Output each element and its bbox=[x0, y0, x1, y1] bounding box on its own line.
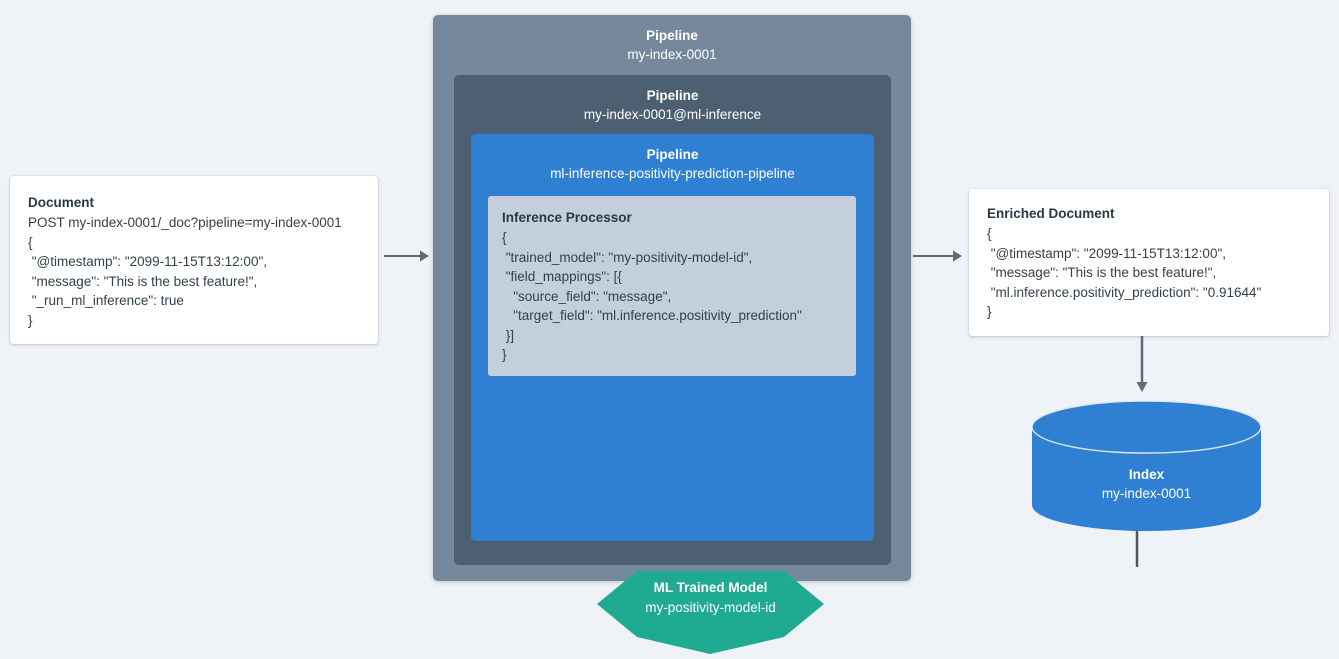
enriched-document-title: Enriched Document bbox=[987, 206, 1115, 221]
source-document-line: { bbox=[28, 234, 33, 250]
source-document-line: "_run_ml_inference": true bbox=[28, 293, 184, 308]
index-title: Index bbox=[1128, 467, 1165, 482]
enriched-document-line: "message": "This is the best feature!", bbox=[987, 265, 1217, 280]
inference-processor-title: Inference Processor bbox=[502, 210, 632, 225]
diagram-canvas: Document POST my-index-0001/_doc?pipelin… bbox=[10, 15, 1329, 654]
inference-processor-line: { bbox=[502, 230, 507, 245]
inference-processor-line: }] bbox=[502, 327, 515, 343]
ml-trained-model-title: ML Trained Model bbox=[653, 580, 768, 595]
pipeline-middle-name: my-index-0001@ml-inference bbox=[583, 107, 762, 122]
index-cylinder: Index my-index-0001 bbox=[1032, 401, 1261, 531]
source-document-line: POST my-index-0001/_doc?pipeline=my-inde… bbox=[28, 215, 342, 230]
inference-processor-line: "field_mappings": [{ bbox=[502, 269, 622, 284]
inference-processor-line: "source_field": "message", bbox=[502, 288, 672, 304]
pipeline-inner-box: Pipeline ml-inference-positivity-predict… bbox=[471, 134, 1143, 654]
arrow-document-to-pipeline-icon bbox=[384, 248, 430, 269]
inference-processor-line: "target_field": "ml.inference.positivity… bbox=[502, 308, 802, 323]
source-document-card: Document POST my-index-0001/_doc?pipelin… bbox=[10, 176, 378, 344]
pipeline-inner-heading: Pipeline bbox=[646, 147, 699, 162]
pipeline-middle-box: Pipeline my-index-0001@ml-inference Pipe… bbox=[454, 75, 1143, 654]
arrow-pipeline-to-enriched-icon bbox=[913, 248, 963, 269]
source-document-line: "message": "This is the best feature!", bbox=[28, 273, 258, 289]
enriched-document-line: "@timestamp": "2099-11-15T13:12:00", bbox=[987, 245, 1226, 261]
inference-processor-line: "trained_model": "my-positivity-model-id… bbox=[502, 249, 753, 265]
index-name: my-index-0001 bbox=[1101, 486, 1192, 501]
pipeline-inner-name: ml-inference-positivity-prediction-pipel… bbox=[550, 166, 795, 181]
source-document-line: } bbox=[28, 312, 33, 328]
source-document-title: Document bbox=[28, 195, 95, 210]
pipeline-outer-heading: Pipeline bbox=[646, 28, 698, 43]
ml-trained-model-hexagon: ML Trained Model my-positivity-model-id bbox=[597, 554, 824, 659]
ml-trained-model-name: my-positivity-model-id bbox=[645, 600, 776, 615]
ml-trained-model-label-group: ML Trained Model my-positivity-model-id bbox=[597, 578, 824, 618]
enriched-document-card: Enriched Document { "@timestamp": "2099-… bbox=[969, 189, 1329, 336]
source-document-line: "@timestamp": "2099-11-15T13:12:00", bbox=[28, 254, 267, 269]
index-label-group: Index my-index-0001 bbox=[1032, 465, 1261, 503]
enriched-document-line: "ml.inference.positivity_prediction": "0… bbox=[987, 284, 1262, 300]
enriched-document-line: { bbox=[987, 226, 992, 241]
enriched-document-line: } bbox=[987, 304, 992, 319]
pipeline-outer-name: my-index-0001 bbox=[627, 47, 717, 62]
arrow-enriched-to-index-icon bbox=[1134, 336, 1150, 397]
inference-processor-line: } bbox=[502, 347, 507, 362]
pipeline-middle-heading: Pipeline bbox=[646, 88, 699, 103]
pipeline-outer-box: Pipeline my-index-0001 Pipeline my-index… bbox=[433, 15, 1143, 654]
inference-processor-box: Inference Processor { "trained_model": "… bbox=[488, 196, 856, 376]
